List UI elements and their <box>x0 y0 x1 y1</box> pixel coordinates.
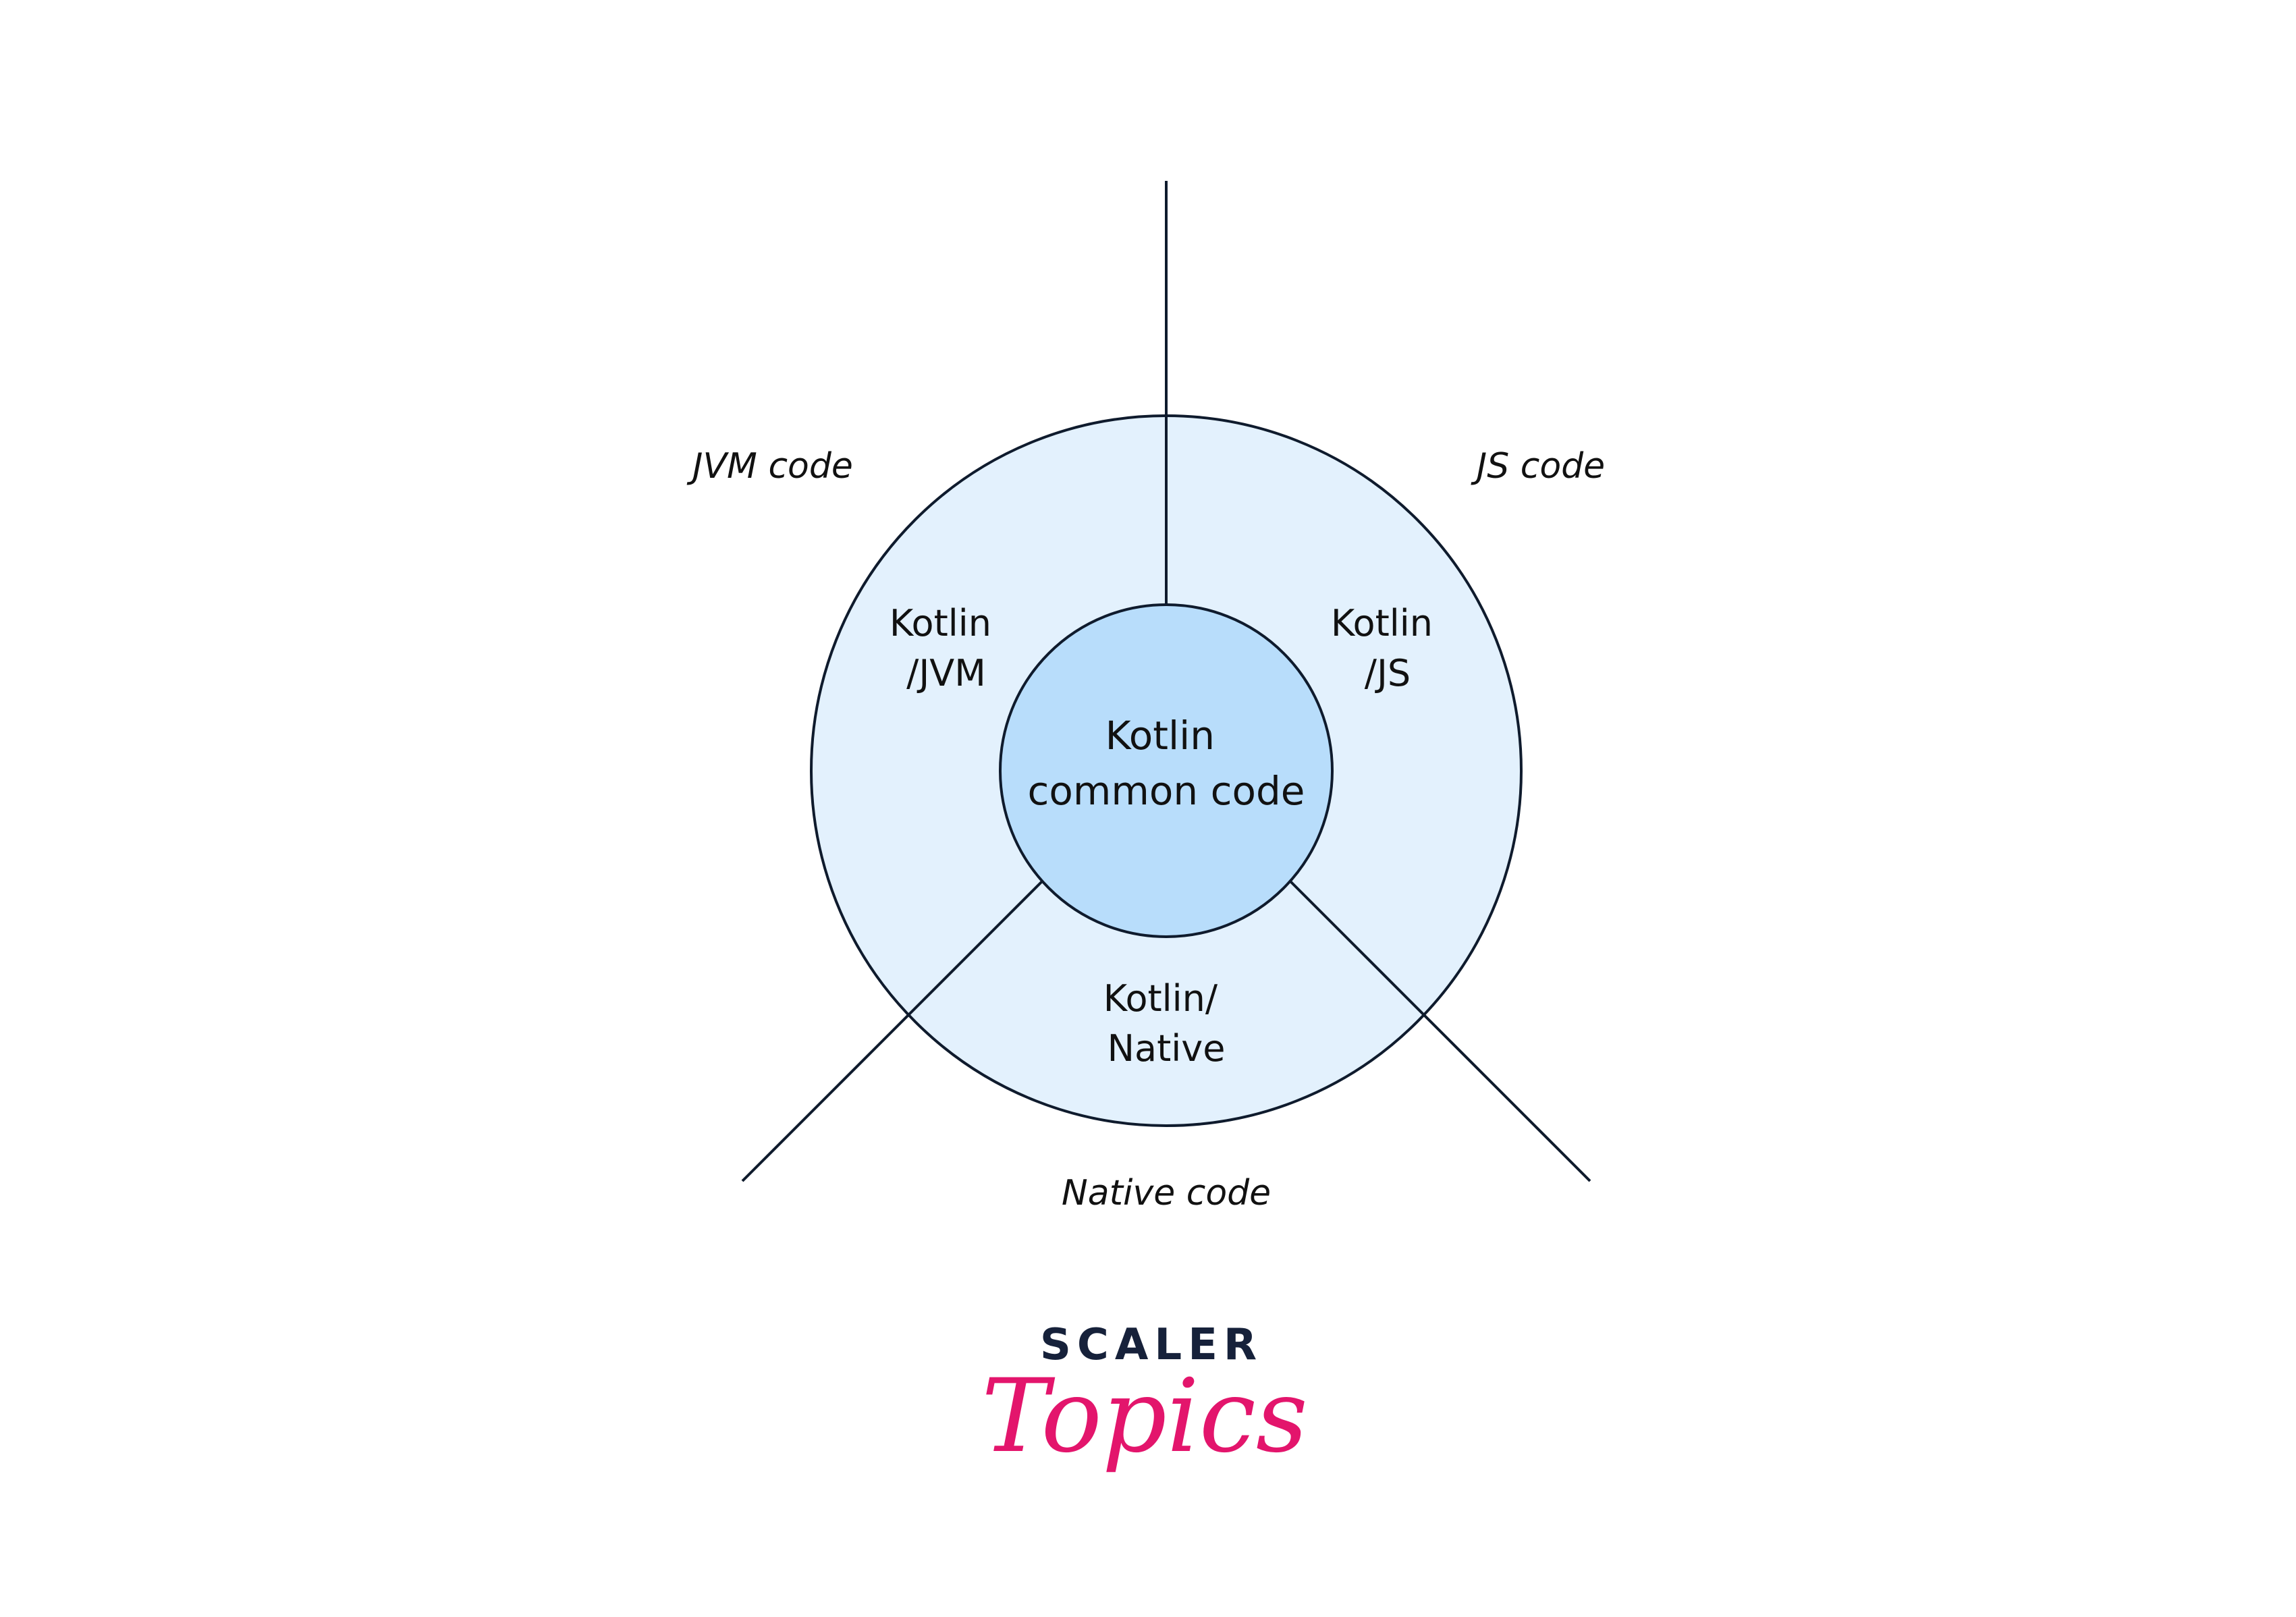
segment-label-js-line2: /JS <box>1365 652 1411 694</box>
outer-label-native-code: Native code <box>1062 1173 1271 1213</box>
segment-label-native: Kotlin/ Native <box>1103 977 1230 1070</box>
divider-bottom-left <box>741 879 1045 1182</box>
segment-label-js-line1: Kotlin <box>1331 602 1433 645</box>
logo-topics-text: Topics <box>981 1358 1308 1475</box>
segment-label-jvm-line1: Kotlin <box>890 602 991 645</box>
segment-label-native-line1: Kotlin/ <box>1103 977 1218 1020</box>
segment-label-jvm-line2: /JVM <box>906 652 986 694</box>
common-code-core <box>999 603 1334 938</box>
segment-label-js: Kotlin /JS <box>1331 602 1444 694</box>
core-label: Kotlin common code <box>1028 713 1305 814</box>
outer-label-js-code: JS code <box>1471 446 1605 487</box>
segment-label-jvm: Kotlin /JVM <box>890 602 1003 694</box>
core-label-line2: common code <box>1028 768 1305 814</box>
divider-bottom-right <box>1288 879 1591 1182</box>
outer-label-jvm-code: JVM code <box>686 446 853 487</box>
logo-scaler-text: SCALER <box>1040 1320 1263 1370</box>
segment-label-native-line2: Native <box>1108 1027 1226 1070</box>
scaler-topics-logo: SCALER Topics <box>981 1320 1308 1475</box>
core-label-line1: Kotlin <box>1105 713 1215 759</box>
